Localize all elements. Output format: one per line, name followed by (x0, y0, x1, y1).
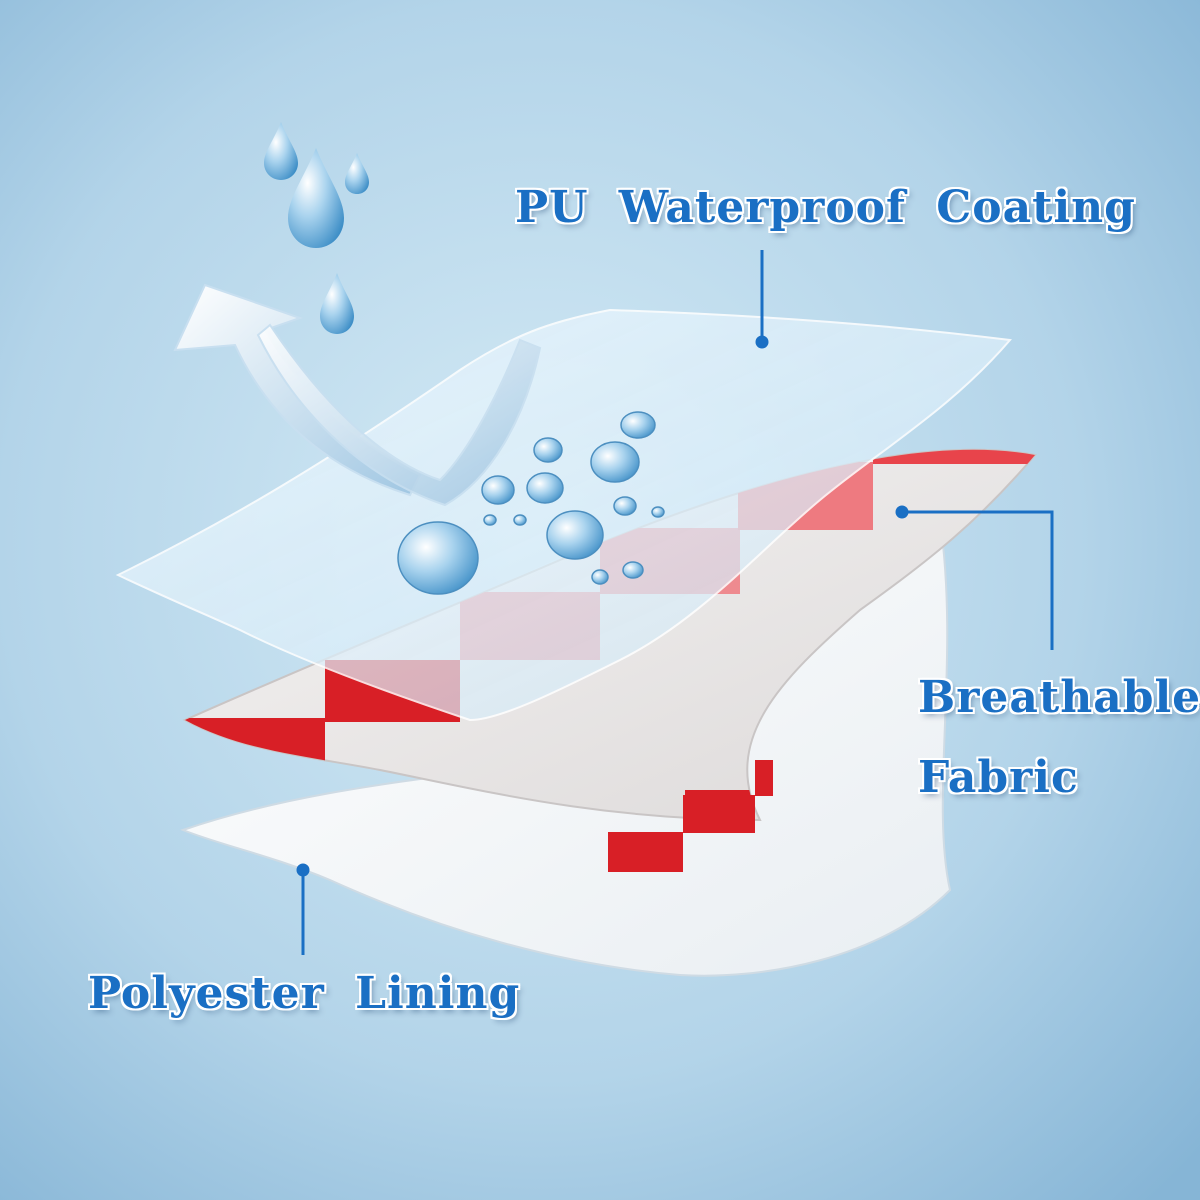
callout-breathable (895, 505, 1054, 650)
callout-coating (755, 250, 769, 349)
callout-lining (296, 863, 310, 955)
water-drop-icon (264, 122, 369, 334)
breathable-fabric-label-line2: Fabric (918, 752, 1079, 803)
lower-checker-accents (608, 760, 773, 872)
water-bead-icon (397, 411, 665, 595)
pu-waterproof-coating-label: PU Waterproof Coating (515, 182, 1136, 233)
polyester-lining-label: Polyester Lining (88, 968, 521, 1019)
down-arrow-icon (256, 323, 542, 507)
breathable-fabric-label-line1: Breathable (918, 672, 1200, 723)
